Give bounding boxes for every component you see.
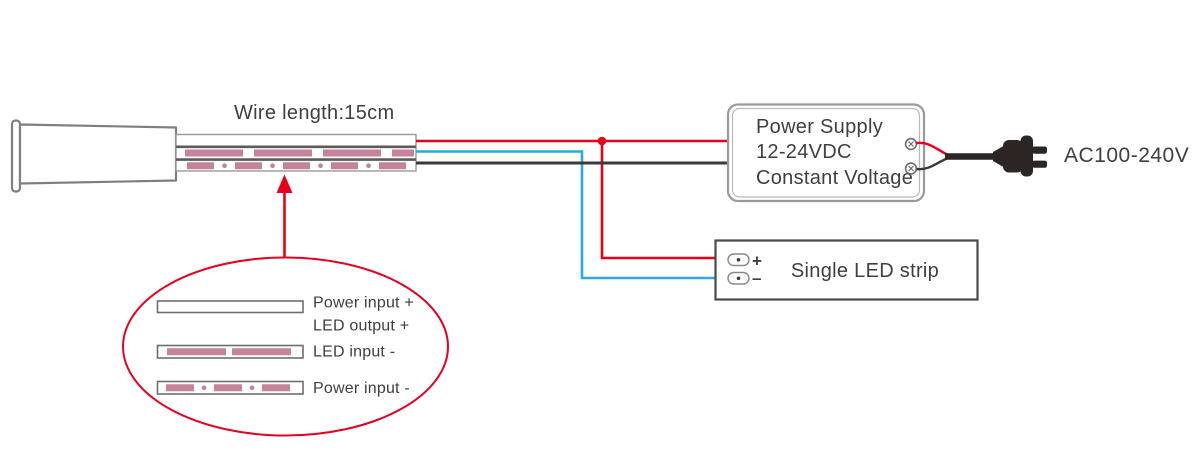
callout: Power input + LED output + LED input - P… [122,174,449,437]
power-supply-voltage: 12-24VDC [756,141,852,163]
callout-arrow-icon [276,174,293,193]
junction-dot [597,136,607,146]
blue-wire-to-led-strip [416,150,729,280]
red-wire-branch-to-led-strip [600,141,729,260]
connector-body [18,123,178,185]
strip-sample-power-input-plus [156,300,304,314]
wire-length-label: Wire length:15cm [234,102,394,124]
single-led-strip-box: + – Single LED strip [714,239,979,301]
screw-terminal-icon [904,162,918,175]
plug-prong [1032,160,1047,168]
wires [416,135,745,280]
plug-prong [1032,146,1047,154]
plug-body [1003,140,1023,173]
ribbon-cable [175,133,417,172]
screw-terminal-icon [904,137,918,151]
power-supply-type: Constant Voltage [756,167,913,189]
plug-black-lead [916,157,948,171]
plug-red-lead [916,141,948,156]
led-strip-label: Single LED strip [791,260,939,282]
callout-label-power-input-minus: Power input - [313,380,410,397]
led-strip-connector [10,119,178,193]
pad-dot [736,258,741,262]
callout-label-led-input-minus: LED input - [313,344,395,361]
ac-voltage-label: AC100-240V [1064,144,1189,167]
power-supply-box: Power Supply 12-24VDC Constant Voltage [726,103,926,203]
plug-face [1020,135,1033,177]
power-plug-icon [916,135,1047,177]
callout-label-led-output-plus: LED output + [313,318,409,335]
pad-dot [736,276,741,281]
plus-sign: + [752,252,762,271]
minus-sign: – [752,269,761,288]
plug-neck [993,144,1006,169]
power-supply-outer-border [726,103,926,203]
power-supply-inner-border [731,107,921,198]
power-supply-title: Power Supply [756,116,883,138]
callout-label-power-input-plus: Power input + [313,295,414,312]
led-strip-border [714,239,979,301]
connector-end-cap [10,119,22,193]
